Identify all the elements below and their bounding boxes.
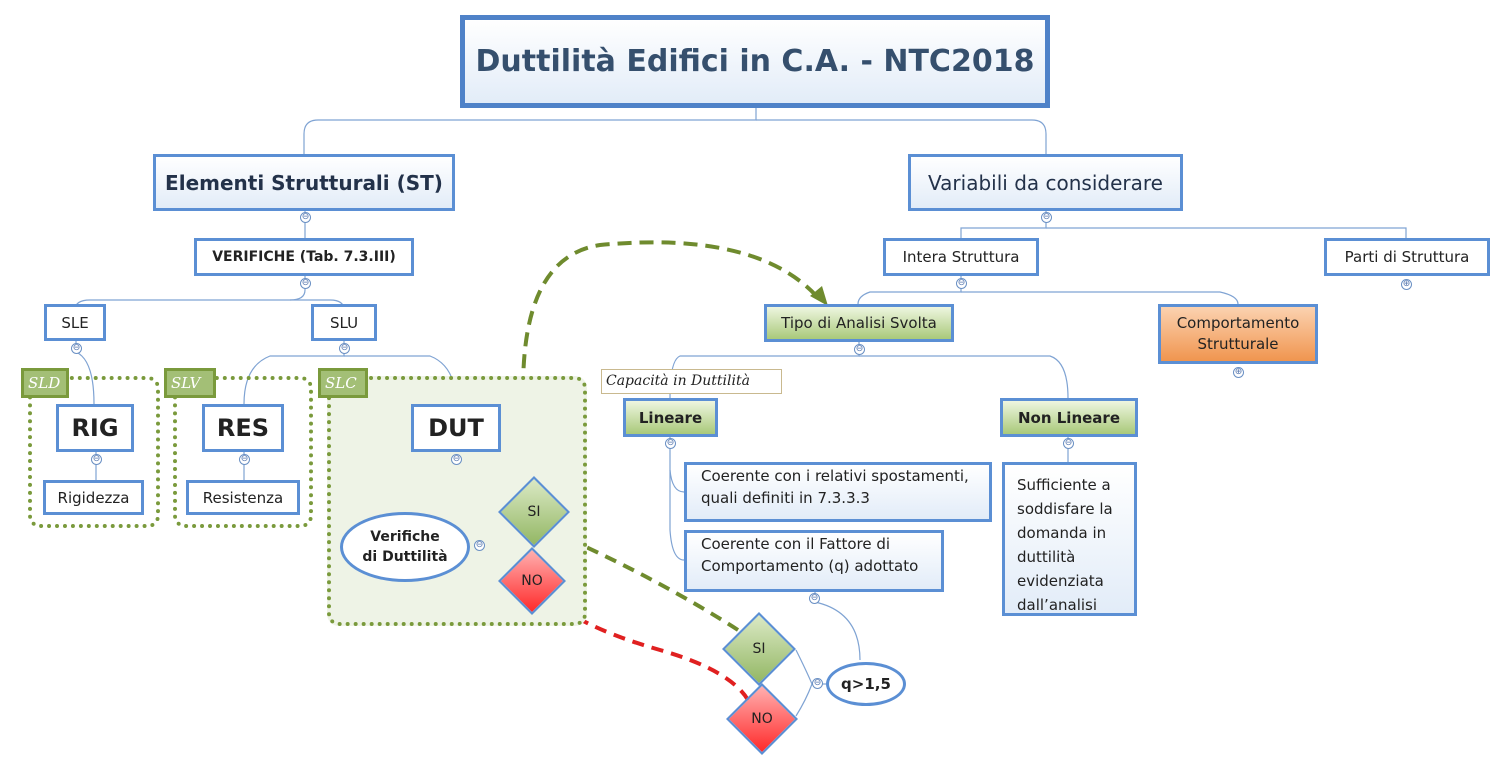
collapse-icon[interactable]: ⊖: [339, 343, 350, 354]
tipo-analisi-node[interactable]: Tipo di Analisi Svolta: [764, 304, 954, 342]
no-decision-right[interactable]: NO: [726, 683, 798, 755]
sufficiente-line: soddisfare la: [1017, 500, 1113, 518]
collapse-icon[interactable]: ⊖: [1041, 212, 1052, 223]
si-label: SI: [527, 504, 541, 520]
slu-node[interactable]: SLU: [311, 304, 377, 341]
capacita-label: Capacità in Duttilità: [601, 369, 782, 394]
intera-struttura-node[interactable]: Intera Struttura: [883, 238, 1039, 276]
sufficiente-line: Sufficiente a: [1017, 476, 1111, 494]
sld-tag: SLD: [21, 368, 69, 398]
sufficiente-line: evidenziata: [1017, 572, 1104, 590]
collapse-icon[interactable]: ⊖: [91, 454, 102, 465]
coerente2-line2: Comportamento (q) adottato: [701, 557, 919, 575]
si-label: SI: [752, 641, 766, 657]
collapse-icon[interactable]: ⊖: [451, 454, 462, 465]
si-decision-right[interactable]: SI: [722, 612, 796, 686]
coerente1-line2: quali definiti in 7.3.3.3: [701, 489, 870, 507]
coerente-fattore-node[interactable]: Coerente con il Fattore di Comportamento…: [684, 530, 944, 592]
collapse-icon[interactable]: ⊖: [1063, 438, 1074, 449]
elementi-strutturali-node[interactable]: Elementi Strutturali (ST): [153, 154, 455, 211]
comportamento-line1: Comportamento: [1176, 314, 1300, 332]
collapse-icon[interactable]: ⊖: [665, 438, 676, 449]
rig-node[interactable]: RIG: [56, 404, 134, 452]
res-node[interactable]: RES: [202, 404, 284, 452]
collapse-icon[interactable]: ⊖: [239, 454, 250, 465]
verifiche-duttilita-node[interactable]: Verifiche di Duttilità: [340, 512, 470, 582]
si-decision-left[interactable]: SI: [498, 476, 570, 548]
sufficiente-node[interactable]: Sufficiente a soddisfare la domanda in d…: [1002, 462, 1137, 616]
expand-icon[interactable]: ⊕: [1401, 279, 1412, 290]
no-label: NO: [751, 711, 773, 727]
collapse-icon[interactable]: ⊖: [71, 343, 82, 354]
collapse-icon[interactable]: ⊖: [300, 278, 311, 289]
no-label: NO: [521, 573, 543, 589]
no-decision-left[interactable]: NO: [498, 547, 566, 615]
variabili-node[interactable]: Variabili da considerare: [908, 154, 1183, 211]
sle-node[interactable]: SLE: [44, 304, 106, 341]
title-box: Duttilità Edifici in C.A. - NTC2018: [460, 15, 1050, 108]
coerente-spostamenti-node[interactable]: Coerente con i relativi spostamenti, qua…: [684, 462, 992, 522]
verifiche-node[interactable]: VERIFICHE (Tab. 7.3.III): [194, 238, 414, 276]
expand-icon[interactable]: ⊕: [1233, 367, 1244, 378]
comportamento-node[interactable]: Comportamento Strutturale: [1158, 304, 1318, 364]
collapse-icon[interactable]: ⊖: [854, 344, 865, 355]
verifiche-duttilita-line2: di Duttilità: [362, 549, 448, 565]
verifiche-duttilita-line1: Verifiche: [370, 529, 440, 545]
collapse-icon[interactable]: ⊖: [474, 540, 485, 551]
coerente1-line1: Coerente con i relativi spostamenti,: [701, 467, 969, 485]
parti-struttura-node[interactable]: Parti di Struttura: [1324, 238, 1490, 276]
slc-tag: SLC: [318, 368, 368, 398]
resistenza-node[interactable]: Resistenza: [186, 480, 300, 515]
coerente2-line1: Coerente con il Fattore di: [701, 535, 891, 553]
comportamento-line2: Strutturale: [1197, 335, 1279, 353]
collapse-icon[interactable]: ⊖: [956, 278, 967, 289]
slv-group: [173, 376, 313, 528]
sld-group: [28, 376, 160, 528]
sufficiente-line: duttilità: [1017, 548, 1076, 566]
collapse-icon[interactable]: ⊖: [809, 593, 820, 604]
sufficiente-line: dall’analisi: [1017, 596, 1098, 614]
collapse-icon[interactable]: ⊖: [812, 678, 823, 689]
collapse-icon[interactable]: ⊖: [300, 212, 311, 223]
q-condition-node[interactable]: q>1,5: [826, 662, 906, 706]
lineare-node[interactable]: Lineare: [623, 398, 718, 437]
slv-tag: SLV: [164, 368, 216, 398]
rigidezza-node[interactable]: Rigidezza: [43, 480, 144, 515]
sufficiente-line: domanda in: [1017, 524, 1107, 542]
dut-node[interactable]: DUT: [411, 404, 501, 452]
non-lineare-node[interactable]: Non Lineare: [1000, 398, 1138, 437]
